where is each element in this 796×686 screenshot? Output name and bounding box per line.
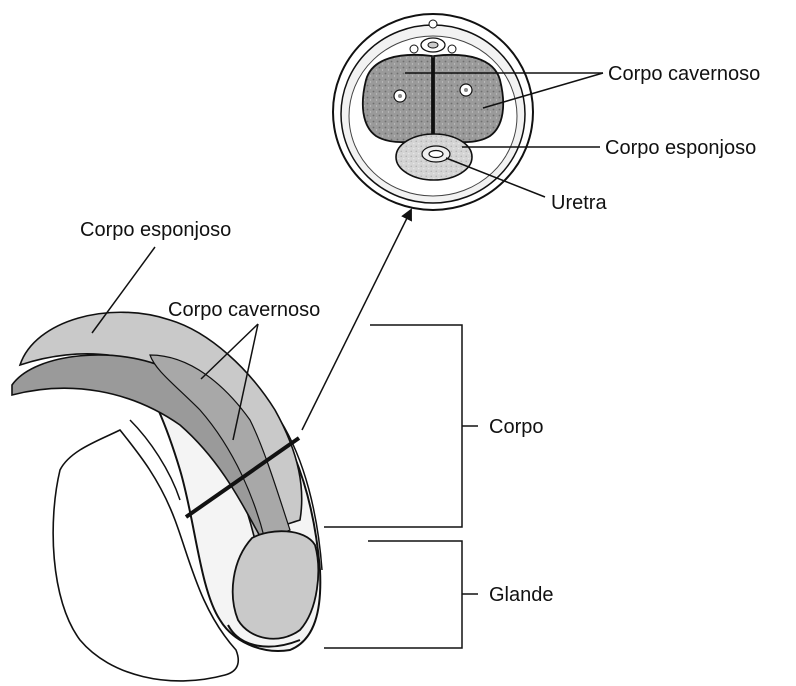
label-side-corpo-esponjoso: Corpo esponjoso <box>80 219 231 241</box>
glans <box>233 531 319 639</box>
label-cross-corpo-esponjoso: Corpo esponjoso <box>605 137 756 159</box>
label-glande: Glande <box>489 584 554 606</box>
urethra-lumen <box>422 146 450 162</box>
label-uretra: Uretra <box>551 192 607 214</box>
side-view <box>12 312 322 681</box>
deep-artery-left <box>394 90 406 102</box>
deep-artery-right <box>460 84 472 96</box>
corpo-bracket <box>324 325 478 527</box>
label-cross-corpo-cavernoso: Corpo cavernoso <box>608 63 760 85</box>
label-corpo: Corpo <box>489 416 543 438</box>
label-side-corpo-cavernoso: Corpo cavernoso <box>168 299 320 321</box>
glande-bracket <box>324 541 478 648</box>
cross-corpus-cavernosum-right <box>434 55 503 142</box>
